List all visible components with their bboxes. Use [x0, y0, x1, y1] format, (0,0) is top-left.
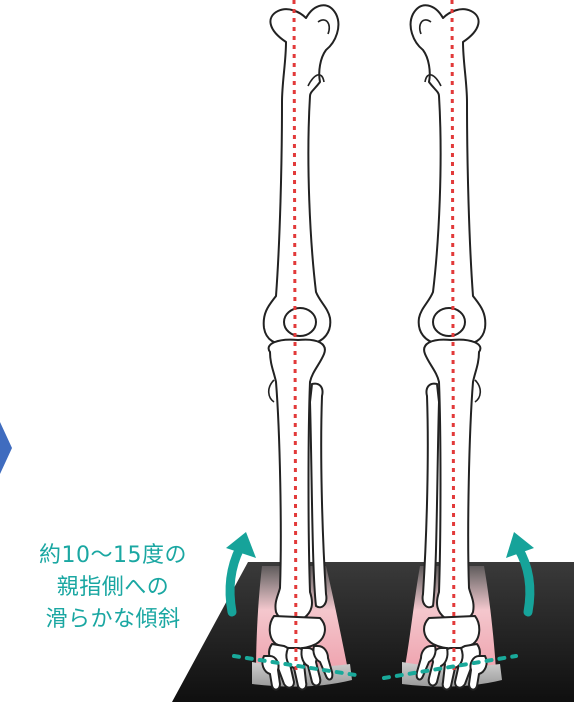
caption-line-3: 滑らかな傾斜 [0, 604, 226, 636]
tilt-caption: 約10〜15度の 親指側への 滑らかな傾斜 [0, 540, 226, 636]
caption-line-2: 親指側への [0, 572, 226, 604]
chevron-right-icon[interactable] [0, 422, 12, 474]
caption-line-1: 約10〜15度の [0, 540, 226, 572]
